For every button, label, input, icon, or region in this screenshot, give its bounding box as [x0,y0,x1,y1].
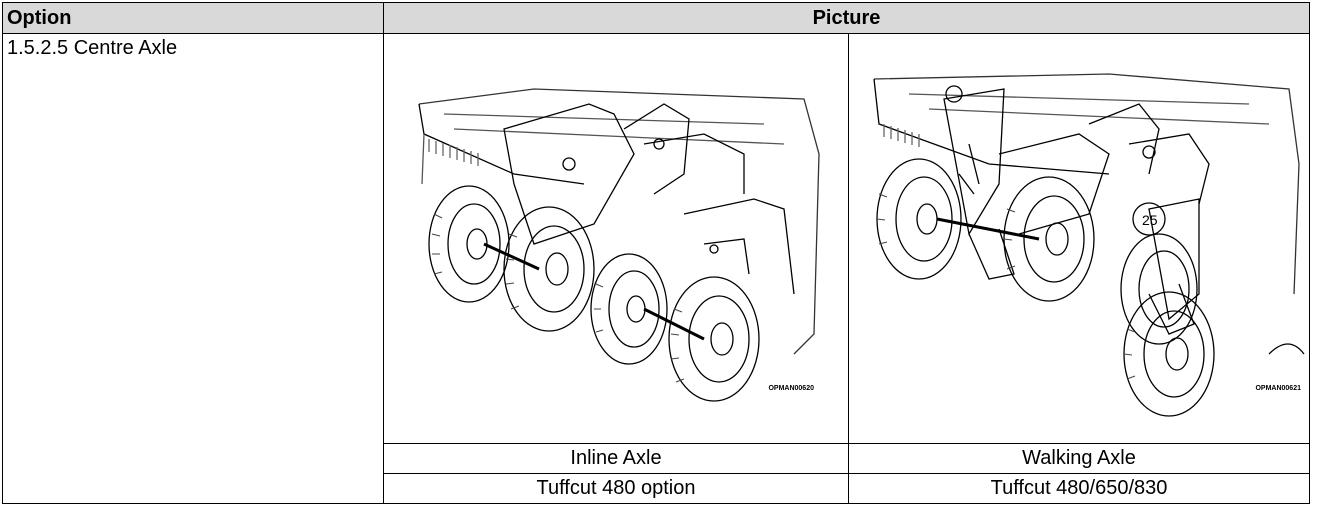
inline-axle-image-cell: OPMAN00620 [383,33,849,444]
walking-axle-model-cell: Tuffcut 480/650/830 [848,473,1310,504]
walking-axle-model: Tuffcut 480/650/830 [990,477,1168,499]
walking-axle-illustration: 25 [873,73,1305,417]
walking-axle-code: OPMAN00621 [1255,385,1301,392]
inline-axle-model: Tuffcut 480 option [536,477,696,499]
inline-axle-caption: Inline Axle [570,447,662,469]
option-label: 1.5.2.5 Centre Axle [7,37,178,59]
inline-axle-caption-cell: Inline Axle [383,443,849,474]
header-option: Option [2,2,384,34]
walking-axle-caption: Walking Axle [1022,447,1136,469]
header-option-label: Option [7,7,72,29]
inline-axle-illustration: OPMAN00620 [418,88,820,402]
svg-text:25: 25 [1142,212,1158,228]
header-picture: Picture [383,2,1310,34]
walking-axle-caption-cell: Walking Axle [848,443,1310,474]
header-picture-label: Picture [812,7,881,29]
options-table: Option Picture 1.5.2.5 Centre Axle [2,2,1310,504]
option-cell: 1.5.2.5 Centre Axle [2,33,384,504]
walking-axle-image-cell: 25 [848,33,1310,444]
inline-axle-code: OPMAN00620 [768,385,814,392]
inline-axle-model-cell: Tuffcut 480 option [383,473,849,504]
